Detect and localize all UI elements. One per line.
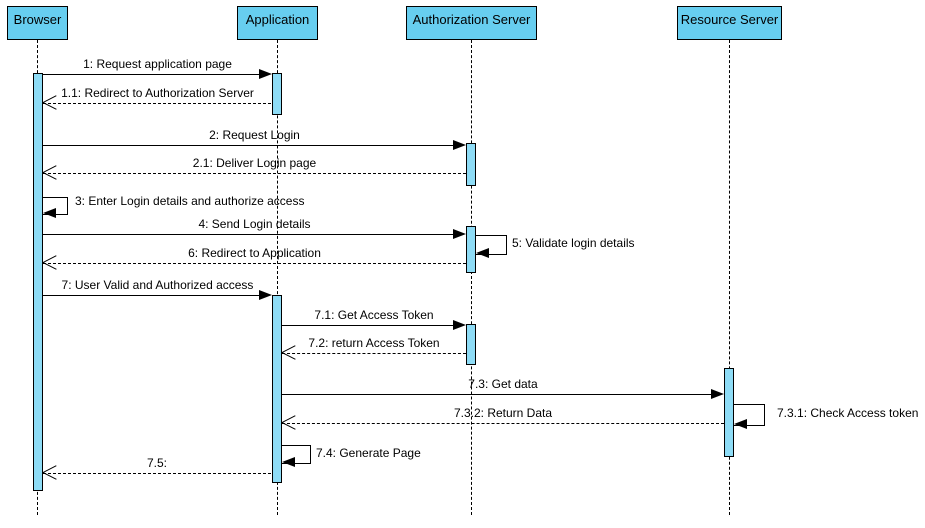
message-label-6: 6: Redirect to Application [188, 246, 321, 260]
message-label-7-3: 7.3: Get data [468, 377, 538, 391]
message-label-2-1: 2.1: Deliver Login page [192, 156, 317, 170]
message-arrow-6 [43, 263, 466, 264]
actor-application: Application [237, 6, 318, 40]
arrowhead-open-icon [282, 345, 297, 361]
activation-resource-server [724, 368, 734, 457]
message-label-7: 7: User Valid and Authorized access [61, 278, 254, 292]
message-arrow-7-1 [282, 325, 454, 326]
message-arrow-1-1 [43, 103, 271, 104]
message-label-7-2: 7.2: return Access Token [308, 336, 440, 350]
arrowhead-filled-icon [476, 248, 489, 258]
message-arrow-7-2 [282, 353, 466, 354]
message-arrow-5-self-loop [476, 235, 507, 255]
actor-resource-server: Resource Server [677, 6, 782, 40]
arrowhead-open-icon [43, 165, 58, 181]
arrowhead-filled-icon [453, 229, 466, 239]
message-arrow-7-3-1-self-loop [734, 404, 765, 426]
message-arrow-7 [43, 295, 260, 296]
message-arrow-4 [43, 234, 454, 235]
arrowhead-filled-icon [734, 419, 747, 429]
actor-browser: Browser [7, 6, 68, 40]
activation-authorization-3 [466, 324, 476, 365]
arrowhead-open-icon [43, 255, 58, 271]
message-arrow-1 [43, 74, 260, 75]
activation-application-2 [272, 295, 282, 483]
arrowhead-filled-icon [43, 208, 56, 218]
message-label-7-5: 7.5: [146, 456, 167, 470]
arrowhead-filled-icon [259, 290, 272, 300]
message-arrow-2 [43, 145, 454, 146]
message-arrow-7-3-2 [282, 423, 724, 424]
arrowhead-filled-icon [453, 320, 466, 330]
activation-application-1 [272, 73, 282, 115]
message-label-1: 1: Request application page [83, 57, 232, 71]
message-arrow-7-3 [282, 394, 712, 395]
activation-authorization-1 [466, 143, 476, 186]
arrowhead-open-icon [43, 465, 58, 481]
message-label-7-1: 7.1: Get Access Token [314, 308, 434, 322]
message-label-3: 3: Enter Login details and authorize acc… [75, 194, 305, 208]
activation-authorization-2 [466, 226, 476, 273]
arrowhead-filled-icon [453, 140, 466, 150]
arrowhead-open-icon [43, 95, 58, 111]
message-arrow-7-4-self-loop [282, 445, 311, 464]
message-label-5: 5: Validate login details [512, 236, 635, 250]
arrowhead-filled-icon [282, 457, 295, 467]
arrowhead-filled-icon [259, 69, 272, 79]
lifeline-resource-server [729, 40, 730, 515]
actor-authorization-server: Authorization Server [406, 6, 537, 40]
activation-browser [33, 73, 43, 491]
arrowhead-open-icon [282, 415, 297, 431]
message-arrow-2-1 [43, 173, 466, 174]
message-label-2: 2: Request Login [209, 128, 300, 142]
message-label-7-4: 7.4: Generate Page [316, 446, 421, 460]
message-label-4: 4: Send Login details [198, 217, 311, 231]
message-label-1-1: 1.1: Redirect to Authorization Server [61, 86, 254, 100]
message-label-7-3-1: 7.3.1: Check Access token [777, 406, 919, 420]
message-arrow-7-5 [43, 473, 271, 474]
message-label-7-3-2: 7.3.2: Return Data [453, 406, 553, 420]
arrowhead-filled-icon [711, 389, 724, 399]
lifeline-authorization-server [471, 40, 472, 515]
lifeline-application [277, 40, 278, 515]
